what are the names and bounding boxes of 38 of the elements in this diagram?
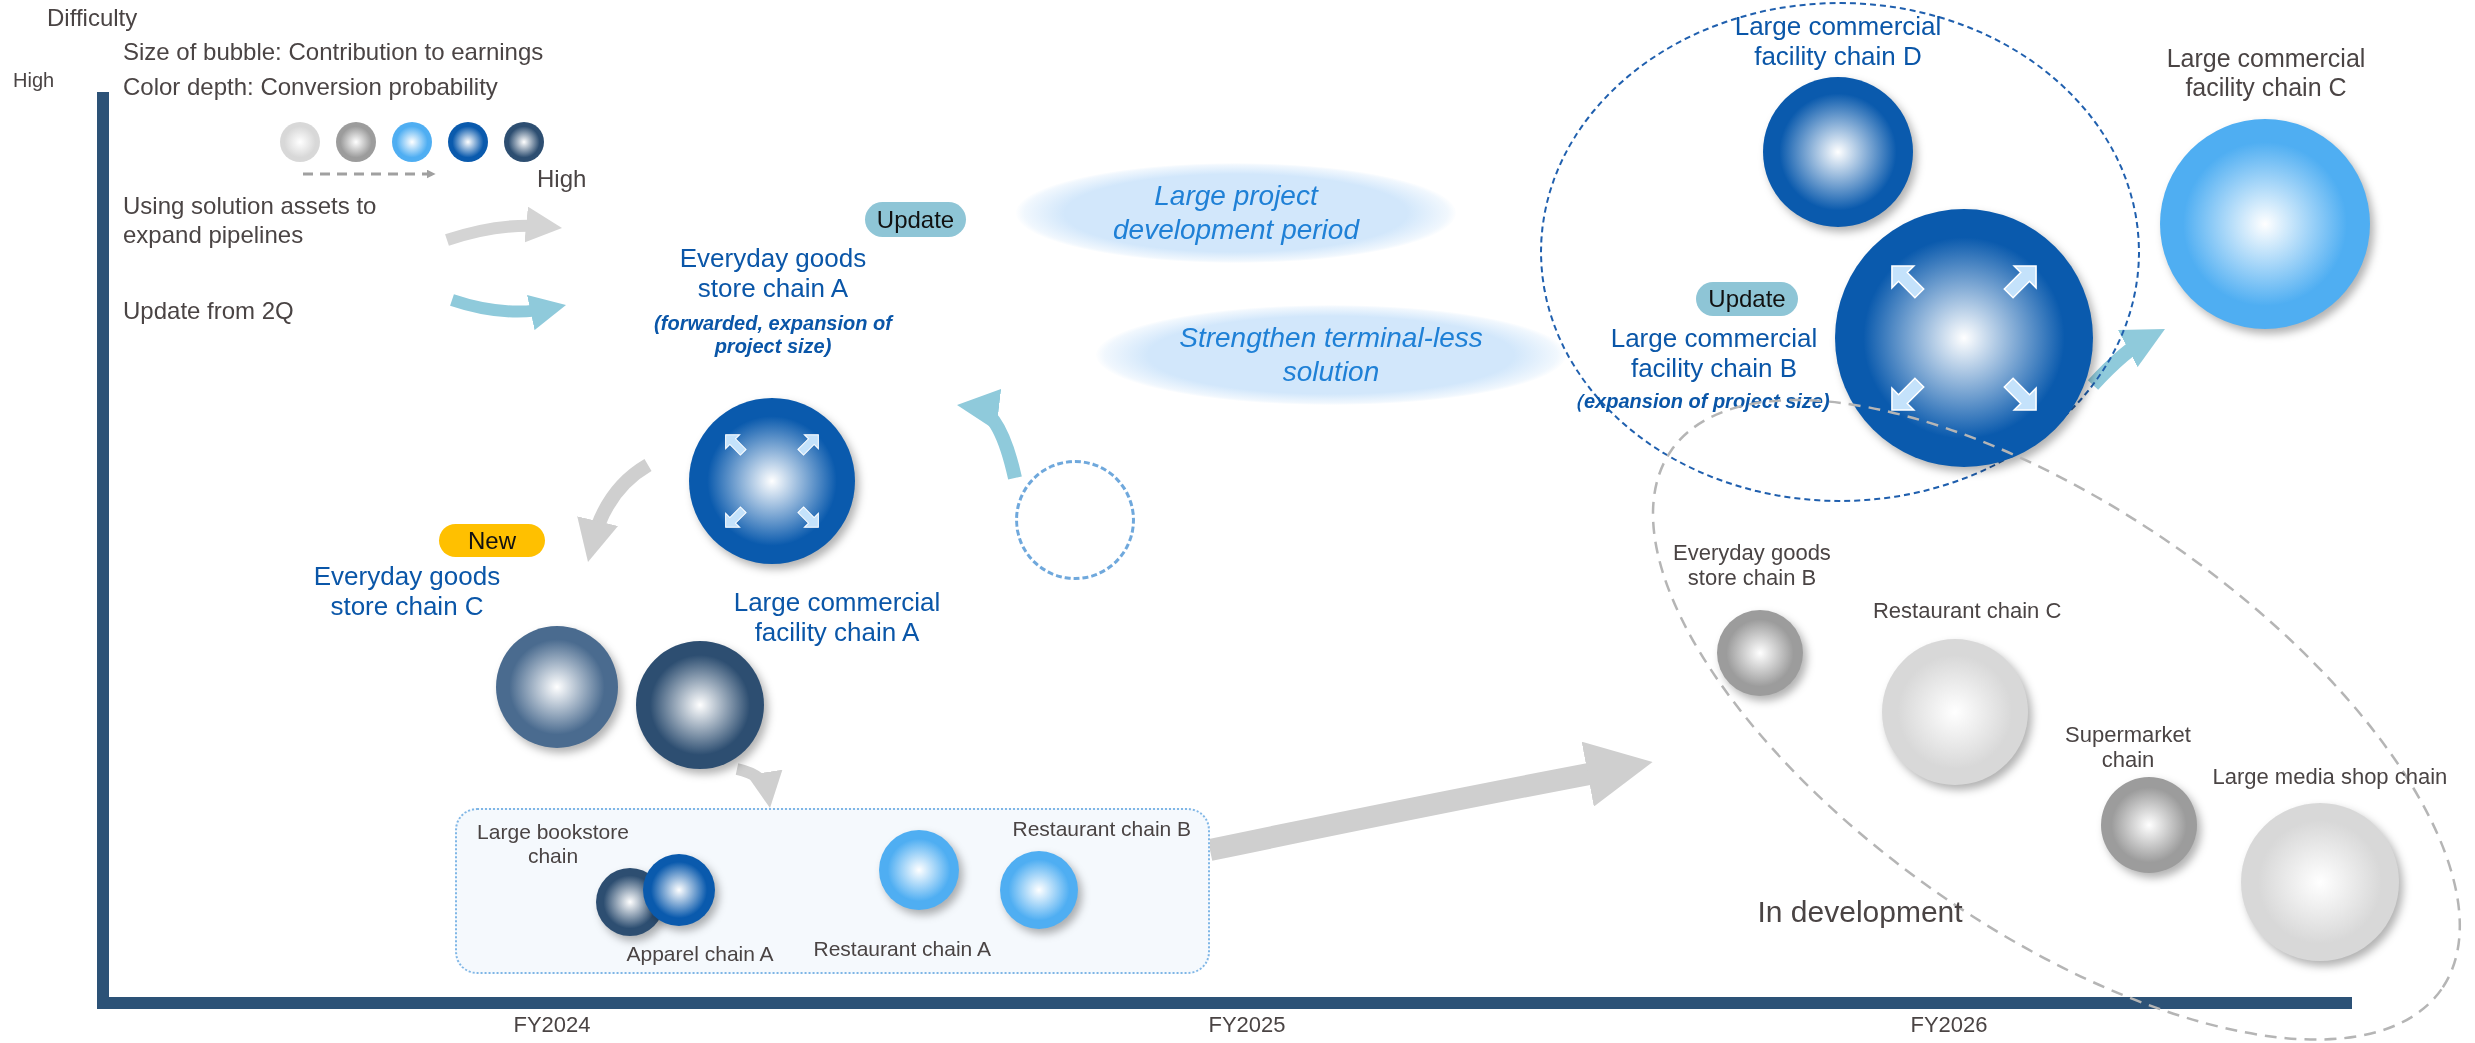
bubble-label: Everyday goods store chain B — [1672, 540, 1832, 591]
theme-ellipse: Large project development period — [1016, 163, 1456, 263]
status-badge: New — [439, 524, 545, 557]
bubble-label: Supermarket chain — [2064, 722, 2192, 773]
arrow — [2087, 328, 2165, 390]
grouping-ellipse — [1540, 2, 2140, 502]
scale-label: High — [537, 165, 587, 194]
legend-note: Size of bubble: Contribution to earnings — [123, 38, 544, 67]
legend-text: Using solution assets to expand pipelines — [123, 192, 378, 250]
bubble-label: Everyday goods store chain C — [312, 562, 502, 622]
axis-tick-label: FY2026 — [1910, 1012, 1988, 1039]
bubble-label: Large media shop chain — [2212, 764, 2448, 790]
bubble-label: Large commercial facility chain A — [732, 588, 942, 648]
axis-tick-label: FY2025 — [1208, 1012, 1286, 1039]
bubble-label: Apparel chain A — [626, 942, 774, 967]
status-badge: Update — [1696, 282, 1798, 316]
legend-note: Color depth: Conversion probability — [123, 73, 498, 102]
group-panel — [455, 808, 1210, 974]
bubble-label: Restaurant chain C — [1873, 598, 2062, 624]
placeholder-circle — [1015, 460, 1135, 580]
theme-ellipse: Strengthen terminal-less solution — [1096, 305, 1566, 405]
group-label: In development — [1757, 895, 1963, 930]
status-note: (forwarded, expansion of project size) — [653, 312, 895, 358]
axis-label: High — [13, 68, 55, 92]
bubble-label: Restaurant chain A — [813, 937, 991, 962]
bubble-label: Large commercial facility chain C — [2165, 44, 2367, 102]
status-badge: Update — [865, 202, 966, 237]
axis-title: Difficulty — [47, 4, 138, 33]
bubble-label: Large bookstore chain — [476, 820, 630, 869]
bubble-label: Everyday goods store chain A — [678, 244, 868, 304]
bubble-label: Large commercial facility chain B — [1609, 324, 1819, 384]
bubble-label: Large commercial facility chain D — [1733, 12, 1943, 72]
axis-tick-label: FY2024 — [513, 1012, 591, 1039]
arrow — [735, 763, 781, 808]
arrow — [957, 391, 1022, 480]
legend-text: Update from 2Q — [123, 297, 294, 326]
bubble-label: Restaurant chain B — [1012, 817, 1192, 842]
arrow — [578, 459, 652, 562]
